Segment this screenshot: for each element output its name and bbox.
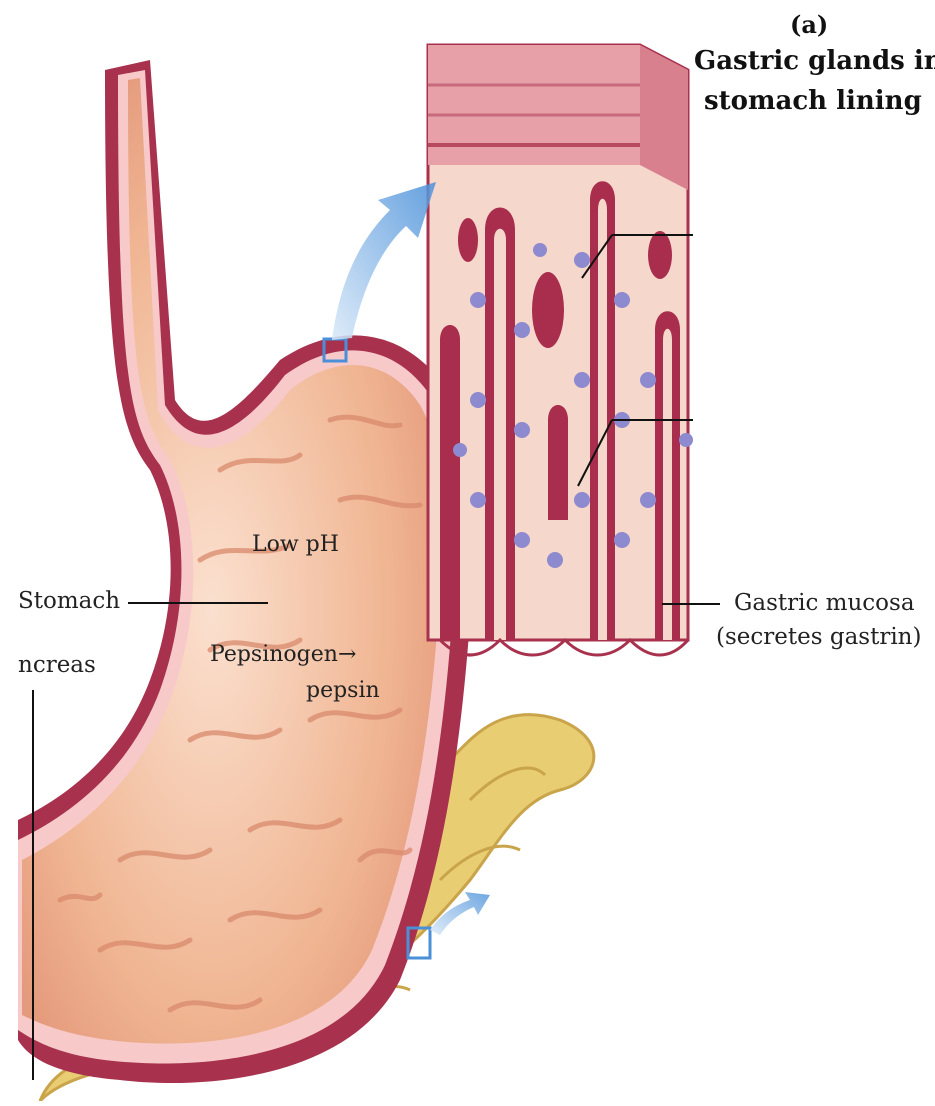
- panel-letter: (a): [790, 10, 828, 39]
- pepsinogen-text: Pepsinogen: [210, 642, 338, 667]
- low-ph-label: Low pH: [252, 532, 339, 557]
- panel-title-line2: stomach lining: [704, 86, 922, 116]
- pepsinogen-label: Pepsinogen→: [210, 642, 356, 667]
- panel-title-line1: Gastric glands in: [694, 46, 935, 76]
- pepsin-label: pepsin: [306, 678, 380, 703]
- gastric-gland-block: [428, 45, 693, 655]
- stomach-label: Stomach: [18, 588, 120, 614]
- gastric-mucosa-label: Gastric mucosa: [734, 590, 915, 616]
- conversion-arrow: →: [338, 642, 356, 667]
- callout-arrow-upper: [332, 182, 436, 340]
- secretes-gastrin-label: (secretes gastrin): [716, 624, 921, 650]
- pancreas-label: ncreas: [18, 652, 96, 678]
